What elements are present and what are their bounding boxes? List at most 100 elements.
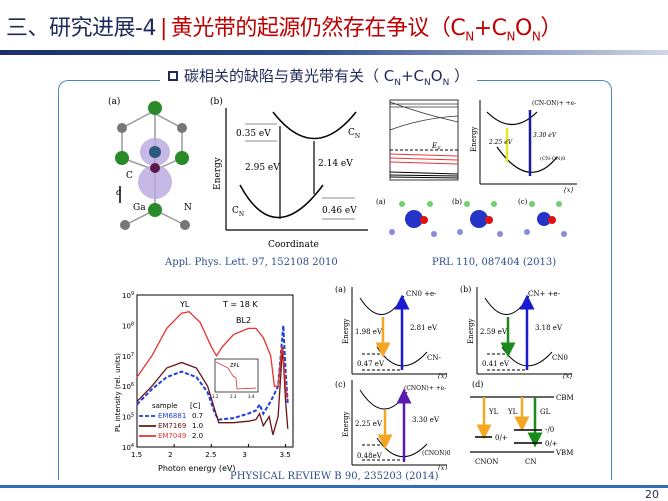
- gl-label: GL: [540, 408, 551, 416]
- annotation-bl2: BL2: [236, 316, 251, 325]
- cbm-label: CBM: [556, 394, 574, 402]
- figure-config-diagrams: (a) 1.98 eV 2.81 eV 0.47 eV CN0 +e- CN- …: [335, 285, 574, 470]
- defect-label: CN: [525, 458, 536, 466]
- x-tick-label: 1.5: [131, 451, 142, 459]
- panel-d: (d) CBM VBM YL YL GL 0/+ -/0 0/+ CNON CN: [470, 380, 574, 466]
- annotation-yl: YL: [179, 300, 190, 309]
- energy-label: 2.59 eV: [480, 328, 508, 336]
- orbital-lobe: [138, 165, 172, 199]
- energy-label: 0.35 eV: [236, 129, 271, 139]
- legend-label: EM7049: [158, 432, 186, 440]
- footer-line: [0, 485, 668, 488]
- energy-label: 0.46 eV: [322, 206, 357, 216]
- h3: +C: [400, 67, 425, 85]
- y-tick-label: 109: [122, 291, 134, 300]
- level-label: 0/+: [545, 440, 558, 448]
- h2: N: [394, 78, 401, 88]
- t2: N: [465, 29, 474, 44]
- state-label: CN0: [552, 354, 568, 362]
- cn0-curve: [272, 111, 357, 140]
- panel-a: (a) 1.98 eV 2.81 eV 0.47 eV CN0 +e- CN- …: [335, 285, 448, 380]
- annotation-zpl: ZPL: [230, 363, 239, 369]
- energy-label: 2.95 eV: [245, 163, 280, 173]
- panel-label: (c): [335, 380, 346, 389]
- ga-label: Ga: [133, 203, 146, 213]
- series-line-EM7049: [136, 310, 288, 399]
- state-label: CN+ +e-: [528, 290, 561, 298]
- panel-label: (a): [335, 285, 346, 294]
- mol-a-label: (a): [376, 198, 386, 206]
- y-label: Energy: [342, 318, 350, 344]
- mol-b-label: (b): [452, 198, 462, 206]
- panel-label: (b): [460, 285, 471, 294]
- title-prefix: 三、研究进展-4: [6, 16, 156, 41]
- cn0-label: CN: [348, 128, 360, 140]
- state-label: (CN-ON)+ +e-: [532, 100, 576, 107]
- energy-label: 0.47 eV: [357, 360, 385, 368]
- y-tick-label: 106: [122, 382, 134, 391]
- energy-label: 3.30 eV: [412, 416, 440, 424]
- yl-label: YL: [488, 408, 499, 416]
- figure-cn-configuration: (a) C c Ga N (b) 0.35 eV 2.95 eV 2.14 eV…: [108, 96, 368, 250]
- x-axis-label: {x}: [563, 187, 574, 194]
- panel-a-label: (a): [108, 96, 120, 107]
- y-axis-label: Energy: [470, 126, 478, 152]
- h4: N: [424, 78, 431, 88]
- energy-label: 2.81 eV: [410, 324, 438, 332]
- energy-label: 3.18 eV: [535, 324, 563, 332]
- level-label: -/0: [545, 426, 554, 434]
- energy-label: 0.48eV: [357, 452, 383, 460]
- energy-label: 1.98 eV: [355, 328, 383, 336]
- n-label: N: [184, 203, 192, 213]
- y-label: Energy: [467, 318, 475, 344]
- page-number: 20: [645, 488, 659, 501]
- mol-c-label: (c): [518, 198, 528, 206]
- x-label: {x}: [562, 373, 573, 380]
- y-tick-label: 104: [122, 443, 134, 452]
- y-label: Energy: [342, 411, 350, 437]
- defect-label: CNON: [475, 458, 498, 466]
- yl-label: YL: [507, 408, 518, 416]
- title-main: 黄光带的起源仍然存在争议（CN+CNON）: [170, 16, 562, 44]
- x-tick-label: 2.5: [205, 451, 216, 459]
- energy-label: 2.25 eV: [355, 420, 383, 428]
- h7: ）: [449, 67, 470, 85]
- t1: 黄光带的起源仍然存在争议（C: [170, 16, 466, 41]
- h5: O: [430, 67, 443, 85]
- energy-label: 0.41 eV: [482, 360, 510, 368]
- citation-apl: Appl. Phys. Lett. 97, 152108 2010: [165, 257, 338, 268]
- y-tick-label: 105: [122, 413, 134, 422]
- c-axis-label: c: [116, 188, 121, 198]
- cn-label: C: [126, 171, 133, 181]
- t4: N: [506, 29, 516, 44]
- x-axis-label: Coordinate: [268, 240, 319, 250]
- citation-prl: PRL 110, 087404 (2013): [432, 257, 557, 268]
- legend-header: sample: [152, 402, 177, 410]
- t6: N: [531, 29, 541, 44]
- vbm-label: VBM: [555, 449, 573, 457]
- y-axis-label: Energy: [213, 156, 223, 190]
- state-label: CN-: [427, 354, 441, 362]
- inset-tick: 3.2: [212, 394, 219, 399]
- y-tick-label: 107: [122, 352, 134, 361]
- state-label: (CNON)0: [422, 450, 451, 457]
- h1: 碳相关的缺陷与黄光带有关（ C: [184, 67, 395, 85]
- defect-orbital-images: [389, 201, 567, 237]
- x-tick-label: 3: [242, 451, 246, 459]
- title-underline: [0, 50, 668, 55]
- level-label: 0/+: [495, 434, 508, 442]
- legend-carbon-value: 2.0: [192, 432, 203, 440]
- energy-label: 2.25 eV: [488, 139, 513, 146]
- inset-zpl: ZPL 3.2 3.3 3.4: [212, 358, 259, 399]
- section-heading: 碳相关的缺陷与黄光带有关（ CN+CNON ）: [160, 65, 478, 88]
- t5: O: [515, 16, 532, 41]
- chart-title: T = 18 K: [222, 300, 258, 309]
- cnminus-label: CN: [232, 206, 244, 218]
- inset-tick: 3.4: [248, 394, 255, 399]
- x-axis-title: Photon energy (eV): [158, 464, 236, 473]
- y-axis-title: PL intensity (rel. units): [114, 353, 122, 432]
- state-label: (CN-ON)0: [540, 155, 565, 162]
- x-tick-label: 2: [168, 451, 172, 459]
